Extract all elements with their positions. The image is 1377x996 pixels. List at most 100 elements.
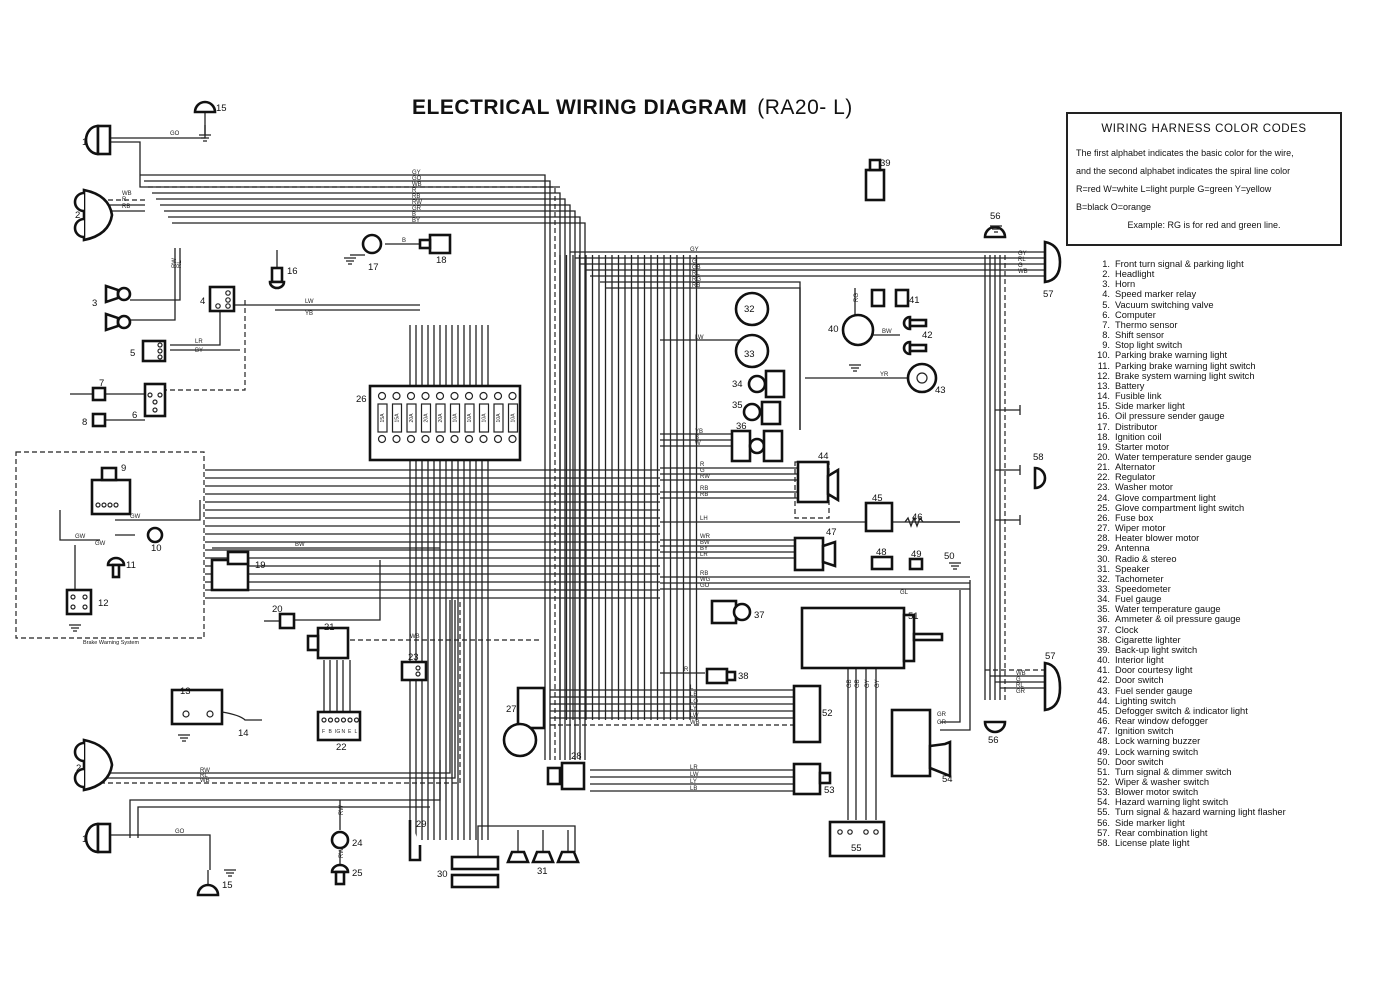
wire-color-label: WB [1016,671,1026,677]
wire-color-label: GL [900,590,909,596]
legend-item: 16. Oil pressure sender gauge [1086,411,1286,421]
callout-number: 12 [98,598,109,609]
terminal [225,297,231,303]
legend-item: 42.Door switch [1086,675,1286,685]
stop-switch-plunger [100,466,118,482]
distributor [361,233,383,255]
wire [940,590,961,723]
speaker [556,850,580,864]
legend-number: 15. [1097,401,1110,412]
legend-item: 51.Turn signal & dimmer switch [1086,767,1286,777]
wire-color-label: WB [200,778,210,784]
thermo-sensor [91,386,107,402]
terminal [70,594,76,600]
legend-item: 4.Speed marker relay [1086,289,1286,299]
wire-color-label: BY [195,348,203,354]
hazard-warning-switch [890,708,932,778]
fuse-terminal [435,434,445,444]
ignition-key [821,540,837,568]
shift-sensor [91,412,107,428]
fuse [406,403,417,433]
wire-color-label: BW [882,329,892,335]
terminal [157,348,163,354]
wire-color-label: WG [700,577,711,583]
wire [140,174,546,760]
legend-number: 50. [1097,756,1110,767]
legend-number: 1. [1102,259,1110,269]
wire-color-label: G [1018,263,1023,269]
legend-number: 52. [1097,776,1110,787]
parking-brake-switch [106,556,126,567]
terminal [152,399,158,405]
terminal [147,392,153,398]
coil-terminal [418,238,432,250]
headlight [82,188,114,242]
legend-label: Fuel sender gauge [1115,685,1193,696]
fuse-terminal [450,434,459,444]
color-codes-example: Example: RG is for red and green line. [1127,220,1281,230]
fuse-rating: 20A [424,413,430,423]
callout-number: 8 [82,417,87,428]
legend-item: 49.Lock warning switch [1086,747,1286,757]
callout-number: 14 [238,728,249,739]
callout-number: 2 [76,763,81,774]
terminal [353,717,360,723]
callout-number: 29 [416,819,427,830]
wire [130,248,181,301]
switch-body [908,343,928,353]
legend-item: 54.Hazard warning light switch [1086,797,1286,807]
ground-symbol-icon [949,562,961,570]
callout-number: 10 [151,543,162,554]
callout-number: 57 [1043,289,1054,300]
legend-label: Door switch [1115,756,1164,767]
legend-number: 45. [1097,705,1110,716]
legend-label: Glove compartment light switch [1115,502,1245,513]
legend-item: 28.Heater blower motor [1086,533,1286,543]
callout-number: 38 [738,671,749,682]
callout-number: 1 [82,834,87,845]
legend-label: Lighting switch [1115,695,1176,706]
legend-label: Speed marker relay [1115,289,1197,300]
legend-number: 10. [1097,350,1110,361]
legend-number: 48. [1097,736,1110,747]
terminal [101,502,107,508]
wire-color-label: G [692,259,697,265]
callout-number: 23 [408,652,419,663]
legend-number: 31. [1097,563,1110,574]
wire-color-label: GO [412,176,422,182]
oil-pressure-sender [270,266,284,284]
legend-number: 57. [1097,827,1110,838]
fuse-rating: 10A [453,413,459,423]
legend-label: Oil pressure sender gauge [1115,411,1225,422]
callout-number: 37 [754,610,765,621]
stereo [450,873,500,889]
legend-number: 43. [1097,685,1110,696]
callout-number: 33 [744,349,755,360]
legend-item: 29.Antenna [1086,543,1286,553]
legend-item: 23.Washer motor [1086,482,1286,492]
callout-number: 26 [356,394,367,405]
wire-color-label: GR [1016,689,1026,695]
legend-number: 16. [1097,411,1110,422]
wire-color-label: WB [690,720,700,726]
terminal [321,717,327,723]
legend-number: 8. [1102,330,1110,341]
fuse-terminal [479,391,488,401]
legend-item: 1.Front turn signal & parking light [1086,259,1286,269]
fuse-terminal [377,434,387,444]
wire-color-label: LR [700,552,708,558]
terminal [215,303,221,309]
terminal [225,290,231,296]
legend-label: Lock warning buzzer [1115,736,1201,747]
wire-color-label: GY [865,679,871,688]
wire-color-label: GO [175,829,185,835]
legend-label: Radio & stereo [1115,553,1177,564]
fuse-rating: 10A [482,413,488,423]
legend-number: 34. [1097,594,1110,605]
wire-color-label: G [700,468,705,474]
callout-number: 21 [324,622,335,633]
callout-number: 55 [851,843,862,854]
legend-item: 13.Battery [1086,381,1286,391]
legend-item: 55.Turn signal & hazard warning light fl… [1086,807,1286,817]
fuse-terminal [406,391,416,401]
